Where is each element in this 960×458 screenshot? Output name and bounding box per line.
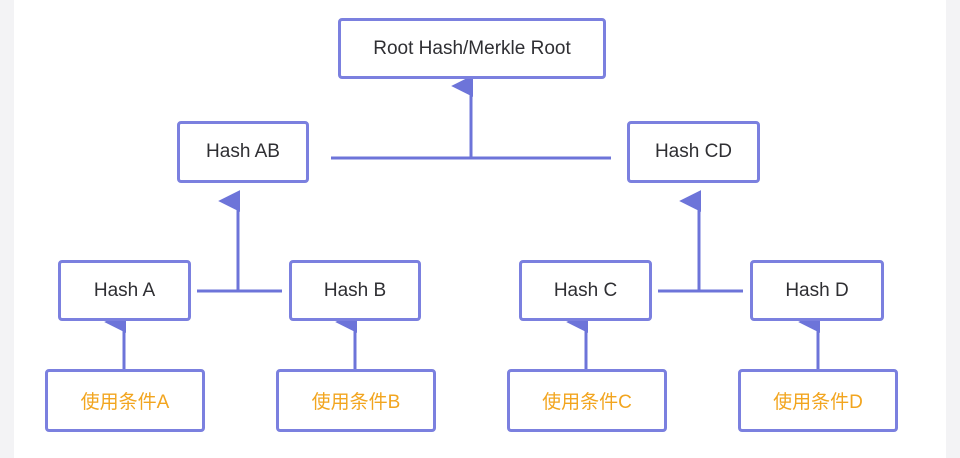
usage-condition-a-node: 使用条件A	[45, 369, 205, 432]
hash-a-label: Hash A	[93, 279, 156, 301]
hash-cd-label: Hash CD	[654, 141, 733, 162]
hash-b-node: Hash B	[289, 260, 421, 321]
hash-c-node: Hash C	[519, 260, 652, 321]
usage-condition-c-label: 使用条件C	[542, 392, 632, 413]
root-hash-label: Root Hash/Merkle Root	[373, 37, 571, 59]
root-hash-node: Root Hash/Merkle Root	[338, 18, 606, 79]
hash-a-node: Hash A	[58, 260, 191, 321]
hash-b-label: Hash B	[323, 279, 387, 301]
usage-condition-b-label: 使用条件B	[311, 392, 401, 413]
hash-ab-node: Hash AB	[177, 121, 309, 183]
usage-condition-b-node: 使用条件B	[276, 369, 436, 432]
hash-cd-node: Hash CD	[627, 121, 760, 183]
usage-condition-d-label: 使用条件D	[773, 392, 863, 413]
hash-ab-label: Hash AB	[206, 141, 280, 162]
right-margin-bar	[946, 0, 960, 458]
hash-c-label: Hash C	[553, 279, 618, 301]
hash-d-label: Hash D	[785, 279, 849, 301]
hash-d-node: Hash D	[750, 260, 884, 321]
usage-condition-d-node: 使用条件D	[738, 369, 898, 432]
usage-condition-c-node: 使用条件C	[507, 369, 667, 432]
usage-condition-a-label: 使用条件A	[80, 392, 170, 413]
left-margin-bar	[0, 0, 14, 458]
